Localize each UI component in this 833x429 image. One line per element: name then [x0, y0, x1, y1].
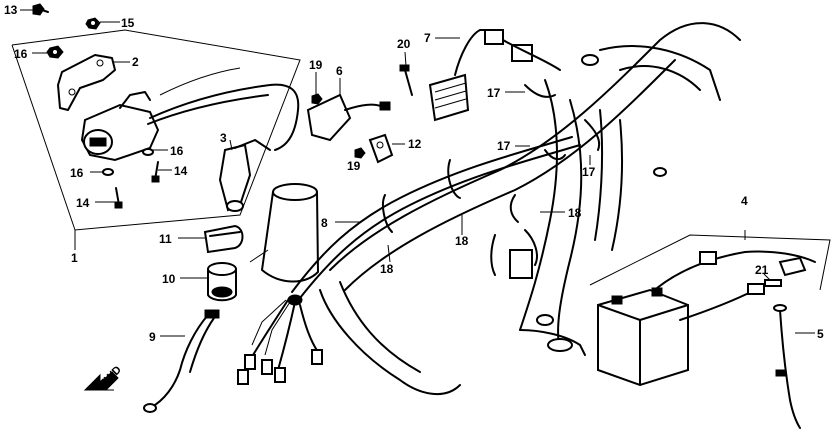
battery-cable-shape: [656, 250, 816, 321]
callout-18a: 18: [380, 262, 394, 276]
callout-13: 13: [4, 3, 18, 17]
callout-1: 1: [71, 251, 78, 265]
bracket-2-shape: [57, 54, 116, 111]
fuse-21-shape: [764, 279, 782, 287]
leader-lines: [20, 9, 815, 337]
steering-head-pipe-shape: [249, 183, 319, 283]
callout-10: 10: [162, 272, 176, 286]
fwd-label: FWD: [98, 364, 124, 390]
callout-16a: 16: [14, 47, 28, 61]
callout-15: 15: [121, 16, 135, 30]
callout-6: 6: [336, 64, 343, 78]
callout-21: 21: [755, 263, 769, 277]
callout-14a: 14: [174, 164, 188, 178]
fwd-direction-marker: FWD: [83, 364, 124, 391]
bolt-20-shape: [399, 64, 413, 96]
bracket-12-shape: [368, 133, 394, 164]
band-11-shape: [203, 224, 244, 254]
battery-group-outline: [589, 230, 831, 291]
callout-8: 8: [321, 216, 328, 230]
regulator-rectifier-7-shape: [428, 29, 561, 122]
wire-9-shape: [143, 309, 220, 413]
wire-harness-8-shape: [237, 136, 581, 385]
callout-17c: 17: [582, 165, 596, 179]
spark-plug-cap-3-shape: [218, 139, 271, 212]
band-18-shapes: [382, 159, 538, 279]
callout-19b: 19: [347, 159, 361, 173]
nut-16-shape: [46, 45, 64, 59]
callout-3: 3: [220, 131, 227, 145]
band-17-shapes: [524, 84, 601, 161]
callout-5: 5: [817, 327, 824, 341]
callout-7: 7: [424, 31, 431, 45]
callout-11: 11: [159, 232, 172, 246]
callout-17a: 17: [487, 86, 501, 100]
arrow-icon: [83, 371, 119, 391]
bolt-14a-shape: [151, 161, 160, 183]
callout-9: 9: [149, 330, 156, 344]
washer-16c-shape: [102, 168, 114, 176]
bolt-14b-shape: [114, 187, 123, 209]
callout-18c: 18: [568, 206, 582, 220]
callout-14b: 14: [76, 196, 90, 210]
tube-5-shape: [773, 304, 801, 429]
battery-shape: [597, 287, 689, 387]
ignition-switch-group-outline: [11, 29, 301, 250]
callout-labels: 13 15 16 2 16 16 14 14 1 3 19 6 12 19 20…: [4, 3, 824, 344]
callout-4: 4: [741, 194, 748, 208]
callout-12: 12: [408, 137, 422, 151]
callout-17b: 17: [497, 139, 511, 153]
callout-16b: 16: [170, 144, 184, 158]
bolt-13-shape: [32, 3, 49, 16]
callout-19a: 19: [309, 58, 323, 72]
ignition-switch-shape: [80, 67, 300, 162]
callout-2: 2: [132, 55, 139, 69]
callout-18b: 18: [455, 234, 469, 248]
callout-16c: 16: [70, 166, 84, 180]
nut-19a-shape: [311, 93, 323, 105]
ignition-coil-6-shape: [306, 93, 391, 142]
nut-15-shape: [85, 17, 101, 30]
frame-shape: [319, 22, 741, 396]
callout-20: 20: [397, 37, 411, 51]
condenser-10-shape: [207, 262, 237, 302]
washer-16b-shape: [142, 148, 154, 156]
